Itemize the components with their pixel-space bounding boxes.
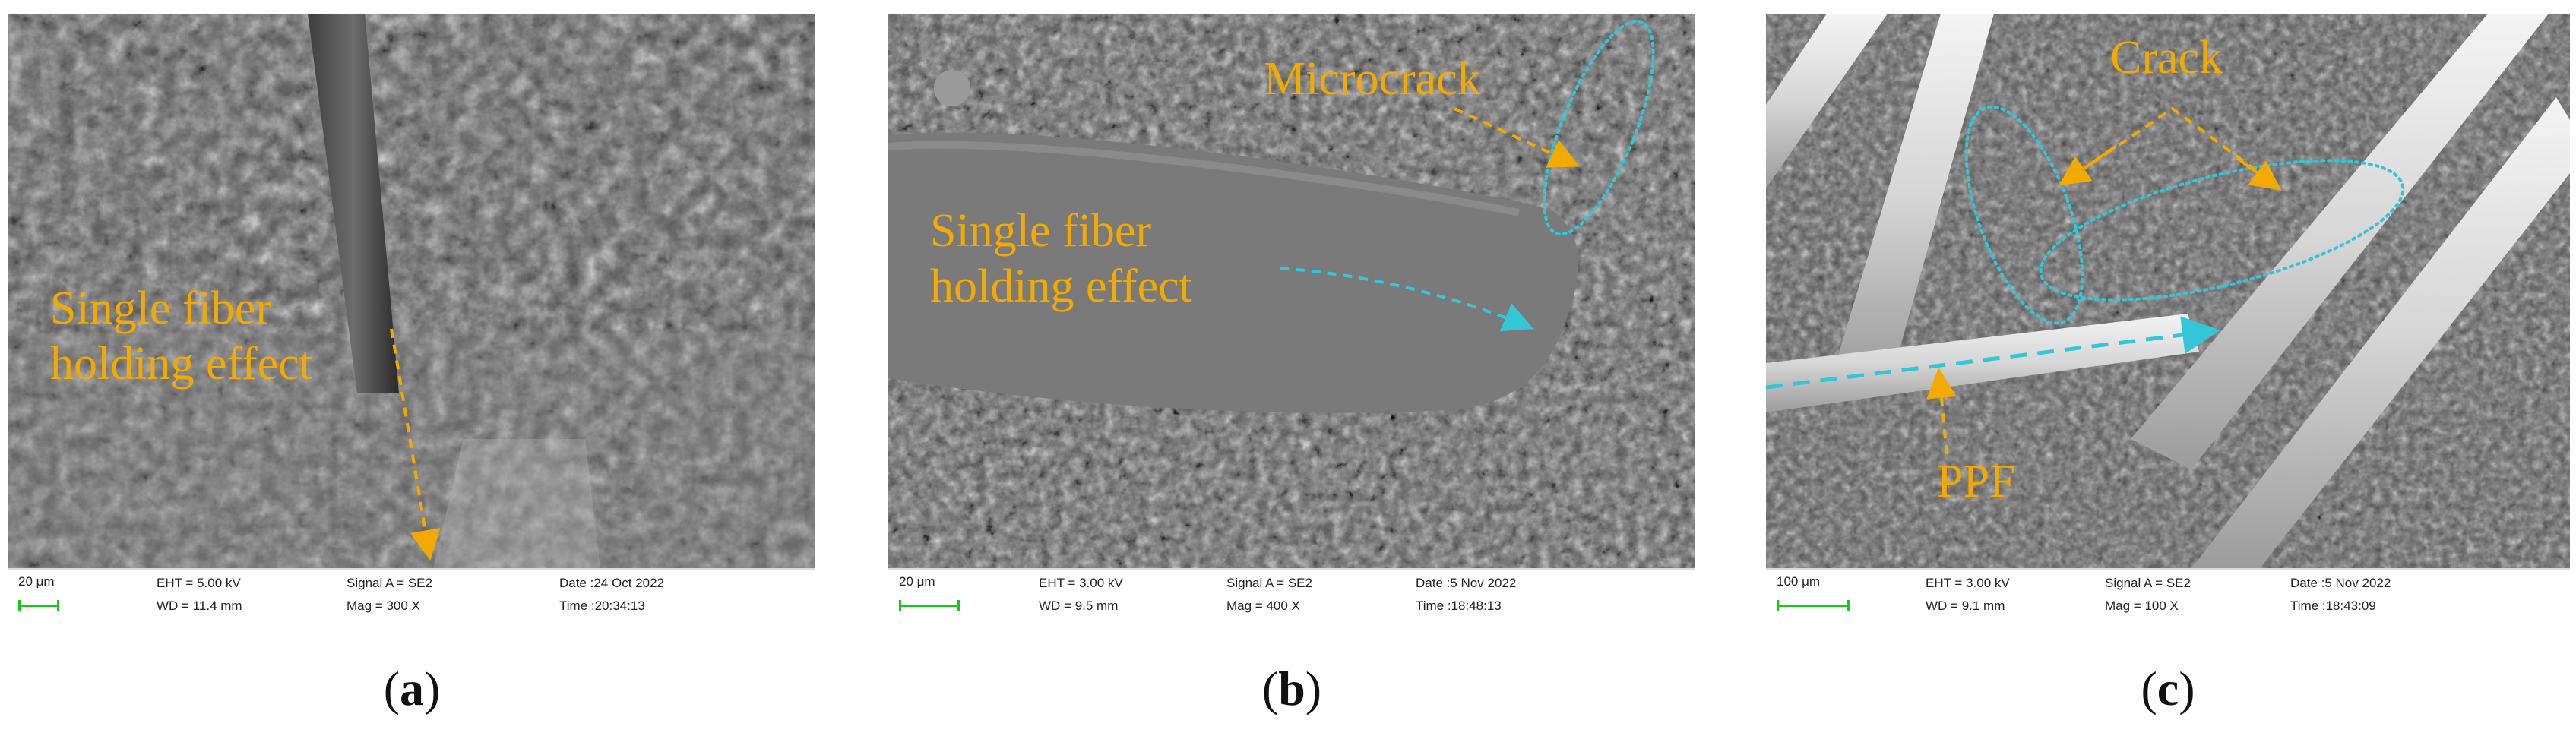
holding-label-line2-b: holding effect: [930, 261, 1192, 313]
caption-b-letter: b: [1278, 662, 1305, 715]
caption-c: (c): [2141, 662, 2195, 715]
vertical-fiber: [308, 14, 399, 393]
holding-effect-label: Single fiber holding effect: [50, 281, 312, 392]
wd-value: WD = 11.4 mm: [157, 599, 242, 613]
mag-value-c: Mag = 100 X: [2105, 599, 2179, 613]
sem-texture-c: [1766, 14, 2570, 568]
sem-panel-a: Single fiber holding effect 20 μm EHT = …: [8, 14, 815, 621]
caption-a-letter: a: [400, 662, 424, 715]
time-value: Time :20:34:13: [559, 599, 645, 613]
wd-value-b: WD = 9.5 mm: [1039, 599, 1119, 613]
caption-c-letter: c: [2157, 662, 2179, 715]
time-value-c: Time :18:43:09: [2290, 599, 2376, 613]
holding-label-line1-b: Single fiber: [930, 205, 1151, 257]
horizontal-fiber: [888, 132, 1578, 413]
sem-image-b: Microcrack Single fiber holding effect: [888, 14, 1695, 568]
sem-databar-b: 20 μm EHT = 3.00 kV WD = 9.5 mm Signal A…: [888, 568, 1695, 621]
eht-value-c: EHT = 3.00 kV: [1926, 576, 2010, 590]
crack-label: Crack: [2110, 32, 2223, 84]
sem-databar-c: 100 μm EHT = 3.00 kV WD = 9.1 mm Signal …: [1766, 568, 2570, 621]
ppf-fiber-diag: [1838, 14, 1994, 378]
eht-value: EHT = 5.00 kV: [157, 576, 241, 590]
microcrack-label: Microcrack: [1264, 53, 1481, 105]
mag-value-b: Mag = 400 X: [1226, 599, 1300, 613]
scale-label-c: 100 μm: [1777, 574, 1821, 589]
sem-image-c: Crack PPF: [1766, 14, 2570, 568]
sem-image-a: Single fiber holding effect: [8, 14, 815, 568]
ppf-fiber-right: [2191, 97, 2570, 568]
wd-value-c: WD = 9.1 mm: [1926, 599, 2005, 613]
holding-effect-label-b: Single fiber holding effect: [930, 204, 1192, 314]
signal-value-b: Signal A = SE2: [1226, 576, 1312, 590]
scale-bar-c: [1777, 600, 1850, 611]
caption-b: (b): [1261, 662, 1322, 715]
mag-value: Mag = 300 X: [347, 599, 420, 613]
ppf-fiber-topleft: [1766, 14, 1888, 188]
caption-a: (a): [383, 662, 441, 715]
holding-label-line1: Single fiber: [50, 283, 271, 334]
scale-bar: [18, 600, 59, 611]
sem-panel-b: Microcrack Single fiber holding effect 2…: [888, 14, 1695, 621]
holding-label-line2: holding effect: [50, 338, 312, 390]
sem-panel-c: Crack PPF 100 μm EHT = 3.00 kV WD = 9.1 …: [1766, 14, 2570, 621]
scale-bar-b: [899, 600, 960, 611]
sem-databar-a: 20 μm EHT = 5.00 kV WD = 11.4 mm Signal …: [8, 568, 815, 621]
ppf-label: PPF: [1937, 456, 2016, 507]
scale-label-b: 20 μm: [899, 574, 935, 589]
date-value-b: Date :5 Nov 2022: [1416, 576, 1517, 590]
sem-texture-a: [8, 14, 815, 568]
eht-value-b: EHT = 3.00 kV: [1039, 576, 1123, 590]
date-value-c: Date :5 Nov 2022: [2290, 576, 2391, 590]
signal-value-c: Signal A = SE2: [2105, 576, 2191, 590]
scale-label: 20 μm: [18, 574, 55, 589]
time-value-b: Time :18:48:13: [1416, 599, 1502, 613]
signal-value: Signal A = SE2: [347, 576, 432, 590]
date-value: Date :24 Oct 2022: [559, 576, 664, 590]
